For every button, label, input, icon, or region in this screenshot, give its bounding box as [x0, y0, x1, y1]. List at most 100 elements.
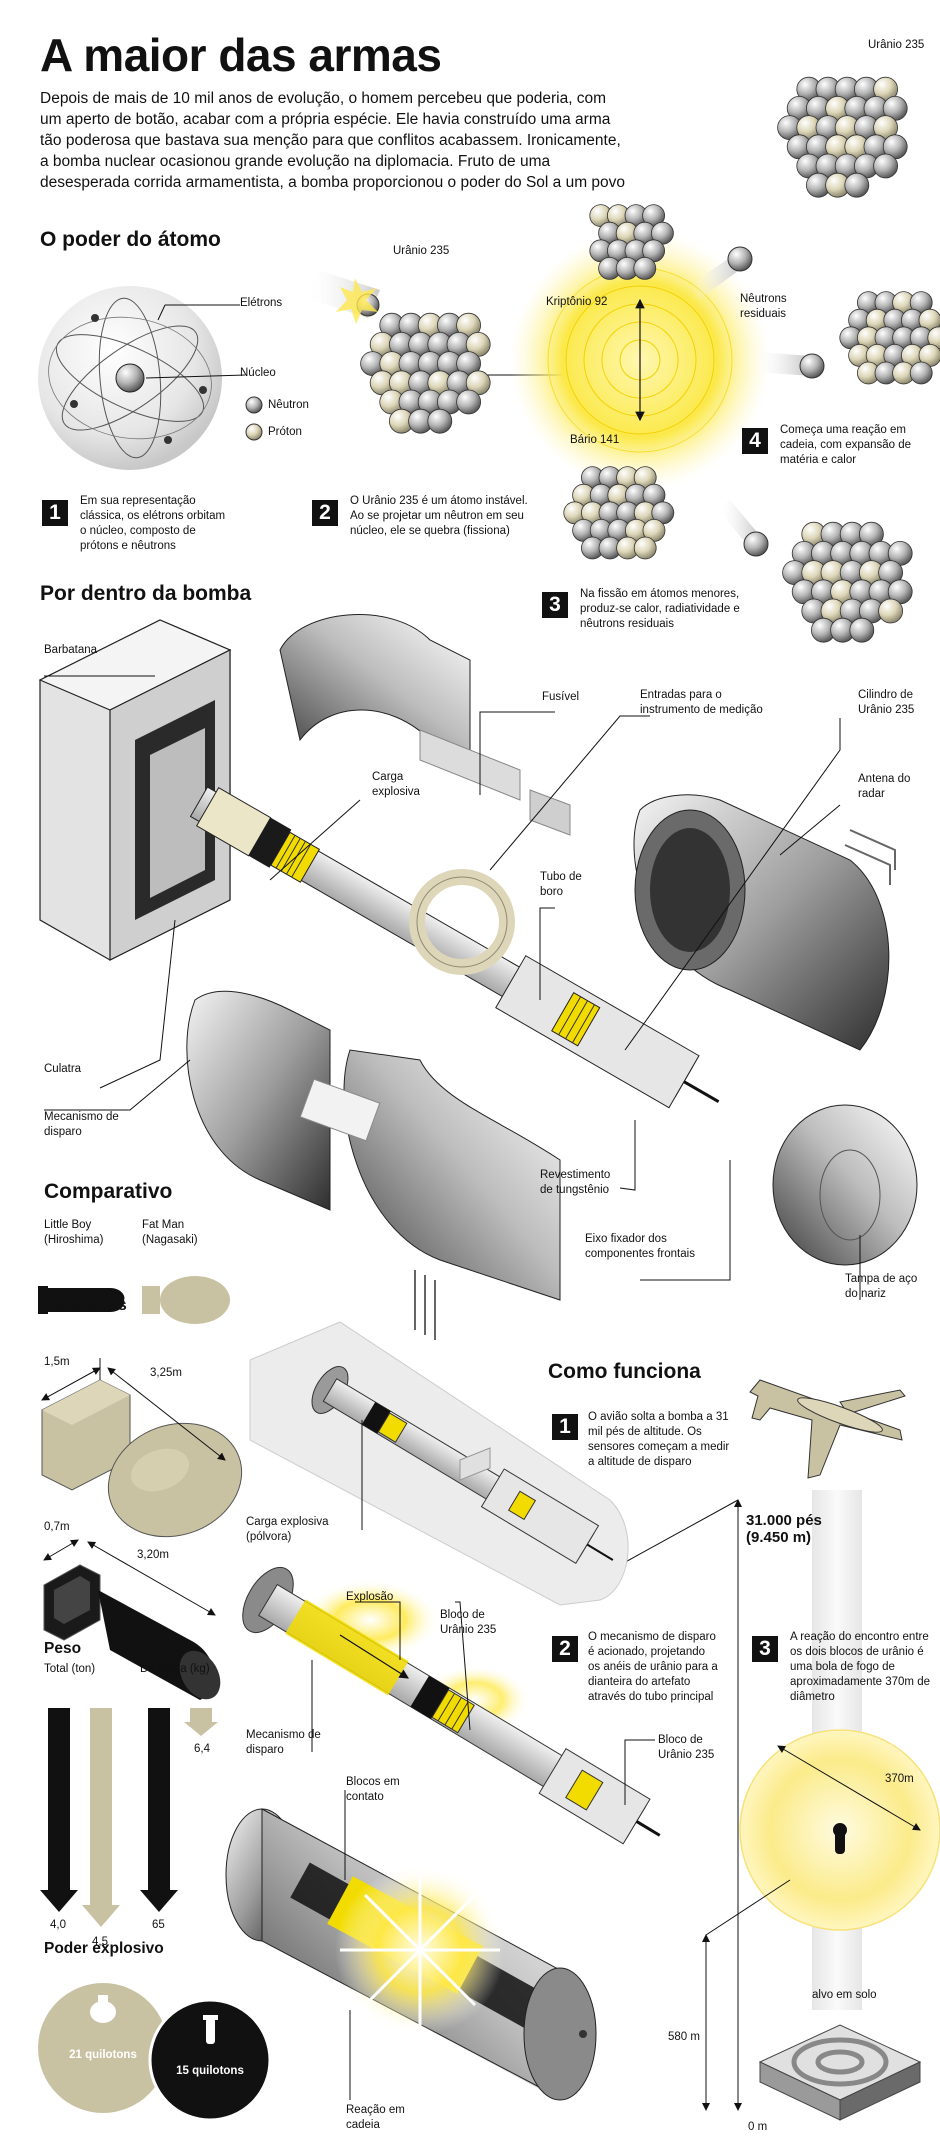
fission-energy-glow	[510, 230, 770, 490]
fat-man-3d	[41, 1379, 243, 1538]
legend-neutron-icon	[245, 396, 263, 414]
uranium-block-1-label: Bloco de Urânio 235	[440, 1609, 497, 1636]
page-title: A maior das armas	[40, 29, 442, 81]
fin-label: Barbatana	[44, 644, 98, 656]
dimensions-heading: Dimensões	[44, 1297, 127, 1314]
weight-bar-fm-total	[82, 1708, 120, 1927]
fireball	[739, 1729, 940, 1931]
explosive-power-heading: Poder explosivo	[44, 1940, 164, 1957]
chain-reaction-label: Reação em cadeia	[346, 2104, 405, 2131]
how-step-3-text: A reação do encontro entre os dois bloco…	[790, 1631, 930, 1703]
atom-step-4-number: 4	[742, 428, 768, 454]
altitude-580-label: 580 m	[668, 2031, 700, 2043]
boron-tube-label: Tubo de boro	[540, 871, 582, 898]
how-step-2-number: 2	[552, 1636, 578, 1662]
little-boy-dimension-lines	[43, 1539, 216, 1616]
krypton-label: Kriptônio 92	[546, 296, 608, 308]
little-boy-diameter: 0,7m	[44, 1521, 70, 1533]
ground-target	[758, 2024, 922, 2121]
firing-mechanism-label: Mecanismo de disparo	[44, 1111, 119, 1138]
atom-step-1-text: Em sua representação clássica, os elétro…	[80, 495, 226, 552]
fuse-label: Fusível	[542, 691, 580, 703]
how-step-3-number: 3	[752, 1636, 778, 1662]
atom-step-2-number: 2	[312, 500, 338, 526]
little-boy-power-circle	[148, 1998, 272, 2122]
atom-section-heading: O poder do átomo	[40, 228, 221, 251]
uranium-block-2-label: Bloco de Urânio 235	[658, 1734, 715, 1761]
weight-bar-lb-total	[40, 1708, 78, 1912]
fat-man-diameter: 1,5m	[44, 1356, 70, 1368]
breech-label: Culatra	[44, 1063, 82, 1075]
explosive-charge-label: Carga explosiva	[372, 771, 420, 798]
atom-step-3-text: Na fissão em átomos menores, produz-se c…	[580, 588, 740, 630]
gun-assembly-firing	[242, 1566, 661, 1845]
fat-man-silhouette	[142, 1276, 230, 1324]
neutron-legend-label: Nêutron	[268, 399, 309, 411]
chain-reaction-cylinder	[225, 1808, 597, 2101]
little-boy-length: 3,20m	[137, 1549, 169, 1561]
atom-step-2-text: O Urânio 235 é um átomo instável. Ao se …	[350, 495, 528, 537]
atom-step-1-number: 1	[42, 500, 68, 526]
bomb-cutaway	[38, 614, 918, 1340]
intro-paragraph: Depois de mais de 10 mil anos de evoluçã…	[40, 90, 626, 191]
uranium-nucleus-cluster	[360, 312, 491, 434]
altitude-axis	[619, 1499, 791, 2111]
fixing-axis-label: Eixo fixador dos componentes frontais	[585, 1233, 695, 1260]
fm-total-value: 4,5	[92, 1936, 108, 1948]
uranium-cylinder-label: Cilindro de Urânio 235	[858, 689, 915, 716]
fireball-diameter-label: 370m	[885, 1773, 914, 1785]
legend-proton-icon	[245, 423, 263, 441]
residual-neutron-icons	[690, 246, 825, 557]
atom-step-4-text: Começa uma reação em cadeia, com expansã…	[780, 424, 912, 466]
barium-nucleus-cluster	[563, 466, 675, 560]
classic-atom-diagram	[38, 286, 222, 470]
altitude-zero-label: 0 m	[748, 2121, 768, 2133]
atom-step-3-number: 3	[542, 592, 568, 618]
bomb-leader-lines	[44, 675, 861, 1300]
fat-man-power-circle	[38, 1983, 168, 2113]
chain-cluster-right	[839, 291, 940, 385]
comparison-heading: Comparativo	[44, 1180, 173, 1203]
bomb-capsule-small	[249, 1321, 629, 1606]
uranium-top-label: Urânio 235	[868, 39, 925, 51]
little-boy-3d	[43, 1564, 221, 1700]
how-it-works-heading: Como funciona	[548, 1360, 701, 1383]
residual-neutrons-label: Nêutrons residuais	[740, 293, 787, 320]
proton-legend-label: Próton	[268, 426, 302, 438]
airplane-icon	[749, 1379, 906, 1479]
altitude-label: 31.000 pés (9.450 m)	[746, 1512, 822, 1546]
little-boy-silhouette	[38, 1286, 125, 1314]
how-step-1-text: O avião solta a bomba a 31 mil pés de al…	[588, 1411, 730, 1468]
nucleus-clusters	[360, 76, 940, 643]
little-boy-power-label: 15 quilotons	[176, 2065, 244, 2077]
chain-cluster-bottom	[782, 521, 913, 643]
little-boy-label: Little Boy (Hiroshima)	[44, 1219, 104, 1246]
fm-charge-value: 6,4	[194, 1743, 210, 1755]
inlets-label: Entradas para o instrumento de medição	[640, 689, 763, 716]
weight-bar-fm-charge	[184, 1708, 218, 1736]
uranium-mid-label: Urânio 235	[393, 245, 450, 257]
how-step-2-text: O mecanismo de disparo é acionado, proje…	[588, 1631, 718, 1703]
krypton-nucleus-cluster	[589, 204, 674, 280]
explosive-power-circles	[38, 1983, 272, 2122]
electrons-label: Elétrons	[240, 297, 283, 309]
lb-total-value: 4,0	[50, 1919, 66, 1931]
fat-man-dimension-lines	[41, 1358, 226, 1461]
charge-weight-label: Da carga (kg)	[140, 1663, 210, 1675]
incoming-neutron-icon	[306, 270, 382, 324]
nose-cap	[772, 1104, 918, 1266]
nose-cap-label: Tampa de aço do nariz	[845, 1273, 918, 1300]
bomb-section-heading: Por dentro da bomba	[40, 582, 252, 605]
blocks-contact-label: Blocos em contato	[346, 1776, 400, 1803]
weight-heading: Peso	[44, 1640, 82, 1657]
total-weight-label: Total (ton)	[44, 1663, 96, 1675]
chain-cluster-top	[777, 76, 908, 198]
tungsten-lining-label: Revestimento de tungstênio	[540, 1169, 611, 1196]
weight-bar-lb-charge	[140, 1708, 178, 1912]
radar-antenna-label: Antena do radar	[858, 773, 911, 800]
fat-man-label: Fat Man (Nagasaki)	[142, 1219, 198, 1246]
how-step-1-number: 1	[552, 1414, 578, 1440]
explosion-label: Explosão	[346, 1591, 394, 1603]
